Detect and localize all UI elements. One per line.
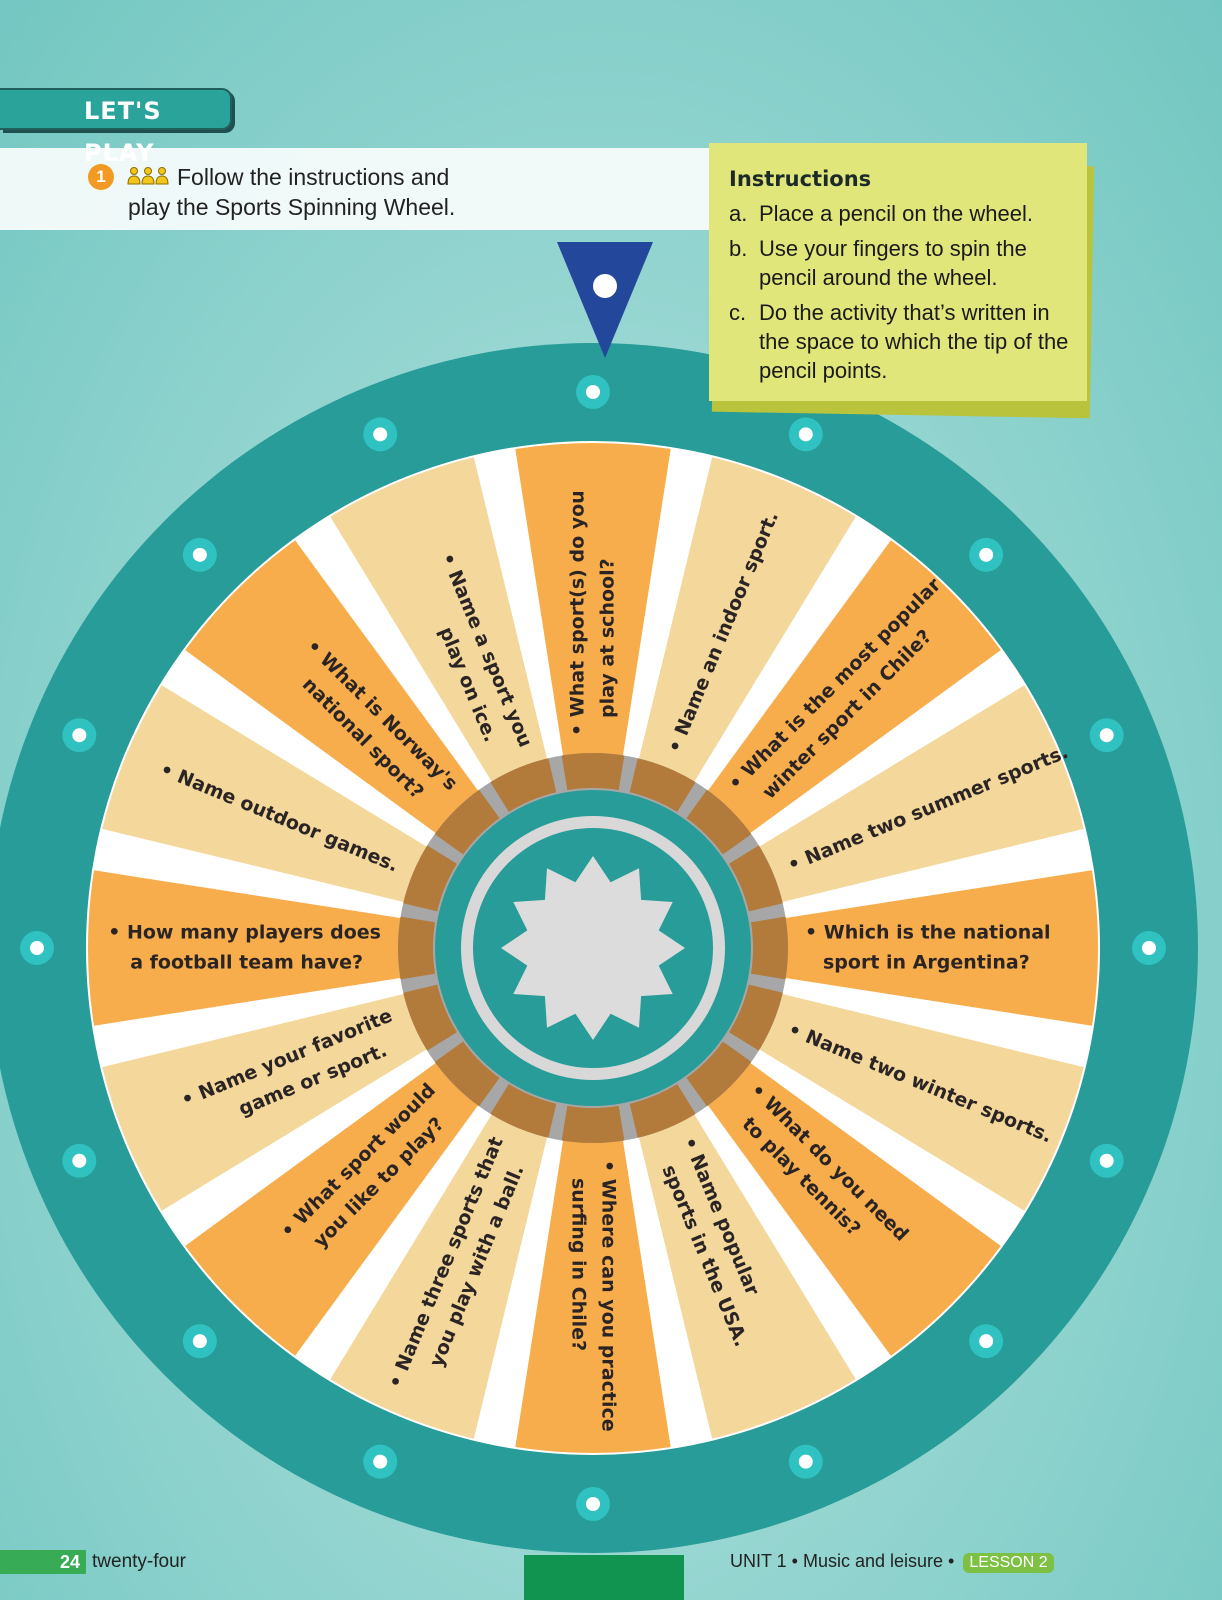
page-footer-right: UNIT 1 • Music and leisure • LESSON 2 <box>730 1551 1054 1573</box>
hub-ring-segment <box>729 984 783 1051</box>
hub-ring-segment <box>490 758 557 812</box>
instruction-text: Place a pencil on the wheel. <box>759 201 1033 226</box>
task-instruction-line-2: play the Sports Spinning Wheel. <box>128 194 456 220</box>
rim-dot-center <box>798 1454 813 1469</box>
wheel-question-line: • How many players does <box>108 922 381 944</box>
wheel-question-line: a football team have? <box>130 952 363 974</box>
wheel-segment[interactable] <box>637 1110 856 1439</box>
rim-dot-center <box>192 1334 207 1349</box>
wheel-segment[interactable] <box>637 457 856 786</box>
wheel-segment[interactable] <box>102 992 431 1211</box>
rim-dot-center <box>192 547 207 562</box>
rim-dot-center <box>979 547 994 562</box>
page-footer-left: 24 twenty-four <box>0 1550 186 1574</box>
rim-dot-center <box>30 941 44 955</box>
pointer-hole <box>593 274 617 298</box>
rim-dot-center <box>373 427 388 442</box>
wheel-hub <box>398 753 789 1143</box>
rim-dot-center <box>1099 728 1114 743</box>
page-number-words: twenty-four <box>92 1551 186 1572</box>
wheel-segment[interactable] <box>185 1060 481 1356</box>
instruction-text: Do the activity that’s written in the sp… <box>759 300 1069 383</box>
wheel-stand <box>524 1555 684 1600</box>
rim-dot-center <box>1099 1153 1114 1168</box>
hub-ring-segment <box>629 1084 696 1138</box>
wheel-segment[interactable] <box>755 992 1084 1211</box>
wheel-question-line: surfing in Chile? <box>568 1178 590 1351</box>
page-number: 24 <box>0 1550 86 1574</box>
task-bar <box>0 148 720 230</box>
pair-work-icon <box>127 167 169 185</box>
section-label: LET'S PLAY <box>0 88 232 167</box>
hub-ring-segment <box>434 1041 500 1107</box>
hub-ring-segment <box>398 916 436 980</box>
wheel-pointer <box>557 242 653 358</box>
rim-dot-center <box>586 385 600 399</box>
wheel-question-line: • Which is the national <box>805 922 1051 944</box>
wheel-segment[interactable] <box>330 1110 549 1439</box>
wheel-segment[interactable] <box>780 870 1098 1026</box>
instructions-title: Instructions <box>729 167 872 191</box>
wheel-question-line: • Where can you practice <box>598 1160 620 1432</box>
rim-dot-center <box>586 1497 600 1511</box>
rim-dot-center <box>1142 941 1156 955</box>
wheel-segment[interactable] <box>515 1135 671 1453</box>
wheel-question-line: • What sport(s) do you <box>567 490 589 736</box>
hub-ring-segment <box>750 916 789 980</box>
wheel-segment[interactable] <box>87 870 406 1026</box>
wheel-segment[interactable] <box>102 685 431 904</box>
wheel-segment[interactable] <box>705 540 1001 836</box>
hub-ring-segment <box>686 789 752 855</box>
hub-ring-segment <box>434 789 500 855</box>
wheel-segment[interactable] <box>755 685 1084 904</box>
instruction-item: a. Place a pencil on the wheel. <box>729 199 1069 228</box>
pointer-triangle-icon <box>557 242 653 358</box>
rim-dots <box>20 375 1166 1521</box>
instruction-item: c. Do the activity that’s written in the… <box>729 298 1069 385</box>
hub-star-icon <box>501 856 685 1040</box>
wheel-segment[interactable] <box>515 443 671 761</box>
instruction-letter: c. <box>729 300 747 325</box>
instructions-card: Instructions a. Place a pencil on the wh… <box>709 143 1087 401</box>
rim-dot-center <box>72 1153 87 1168</box>
rim-dot-center <box>373 1454 388 1469</box>
instruction-letter: b. <box>729 236 748 261</box>
hub-ring-segment <box>629 758 696 812</box>
wheel-segment[interactable] <box>705 1060 1001 1356</box>
lesson-badge: LESSON 2 <box>963 1553 1054 1573</box>
hub-ring-segment <box>561 753 625 791</box>
instruction-item: b. Use your fingers to spin the pencil a… <box>729 234 1069 292</box>
rim-dot-center <box>979 1334 994 1349</box>
instruction-text: Use your fingers to spin the pencil arou… <box>759 236 1027 290</box>
hub-ring-segment <box>490 1084 557 1138</box>
rim-dot-center <box>798 427 813 442</box>
hub-ring-segment <box>686 1041 752 1107</box>
hub-ring-segment <box>403 984 457 1051</box>
wheel-segment[interactable] <box>330 457 549 786</box>
instruction-letter: a. <box>729 201 748 226</box>
hub-ring-segment <box>729 845 783 912</box>
wheel-segments <box>0 343 1198 1553</box>
task-number: 1 <box>88 164 114 190</box>
task-instruction-line-1: Follow the instructions and <box>177 164 450 190</box>
wheel-segment[interactable] <box>185 540 481 836</box>
rim-dot-center <box>72 728 87 743</box>
hub-ring-segment <box>561 1105 625 1143</box>
hub-ring-segment <box>403 845 457 912</box>
unit-title: UNIT 1 • Music and leisure • <box>730 1551 955 1571</box>
wheel-question-line: play at school? <box>597 558 619 718</box>
wheel-question-line: sport in Argentina? <box>823 952 1030 974</box>
